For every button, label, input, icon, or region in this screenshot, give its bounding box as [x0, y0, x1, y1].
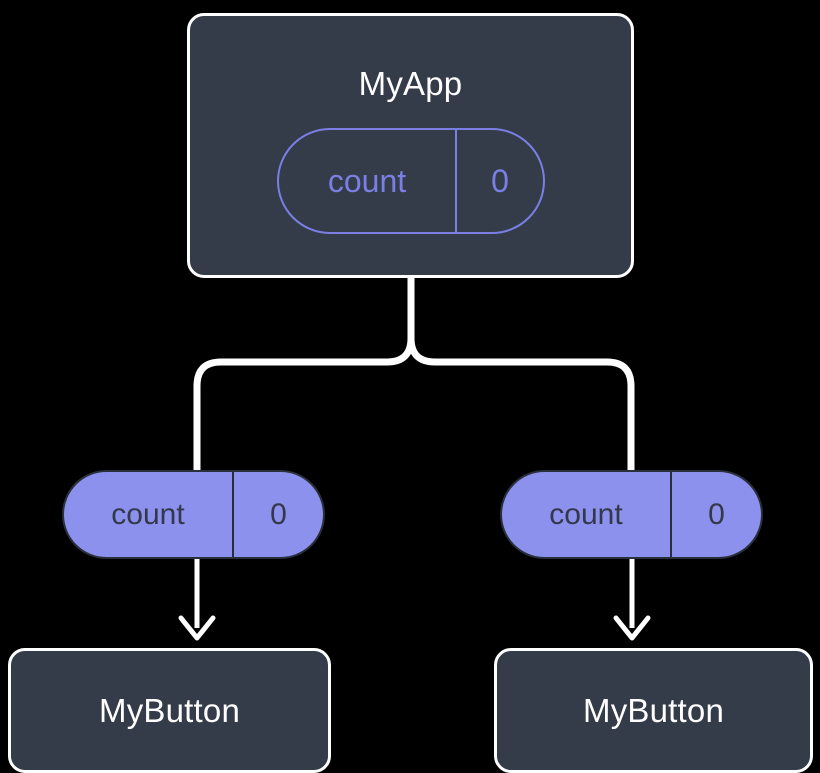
signal-pill-myapp-count-name: count	[327, 163, 407, 199]
signal-pill-left-count-value: 0	[232, 472, 323, 557]
edge-fork-myapp-to-children-right	[407, 334, 635, 474]
node-mybutton-right[interactable]: MyButton	[494, 648, 813, 773]
signal-pill-right-count-name: count	[549, 497, 623, 531]
signal-pill-myapp-count[interactable]: count 0	[277, 128, 545, 234]
node-mybutton-left[interactable]: MyButton	[8, 648, 331, 773]
node-mybutton-left-label: MyButton	[99, 692, 240, 729]
signal-pill-right-count-value: 0	[670, 472, 761, 557]
signal-pill-left-count[interactable]: count 0	[62, 470, 325, 559]
edge-arrow-right-head	[613, 615, 651, 641]
signal-pill-left-count-name: count	[111, 497, 185, 531]
signal-pill-myapp-count-value: 0	[455, 130, 543, 232]
edge-arrow-left-head	[178, 615, 216, 641]
edge-fork-myapp-to-children	[193, 274, 415, 474]
node-myapp-label: MyApp	[358, 65, 463, 102]
signal-pill-right-count[interactable]: count 0	[500, 470, 763, 559]
node-mybutton-right-label: MyButton	[583, 692, 724, 729]
